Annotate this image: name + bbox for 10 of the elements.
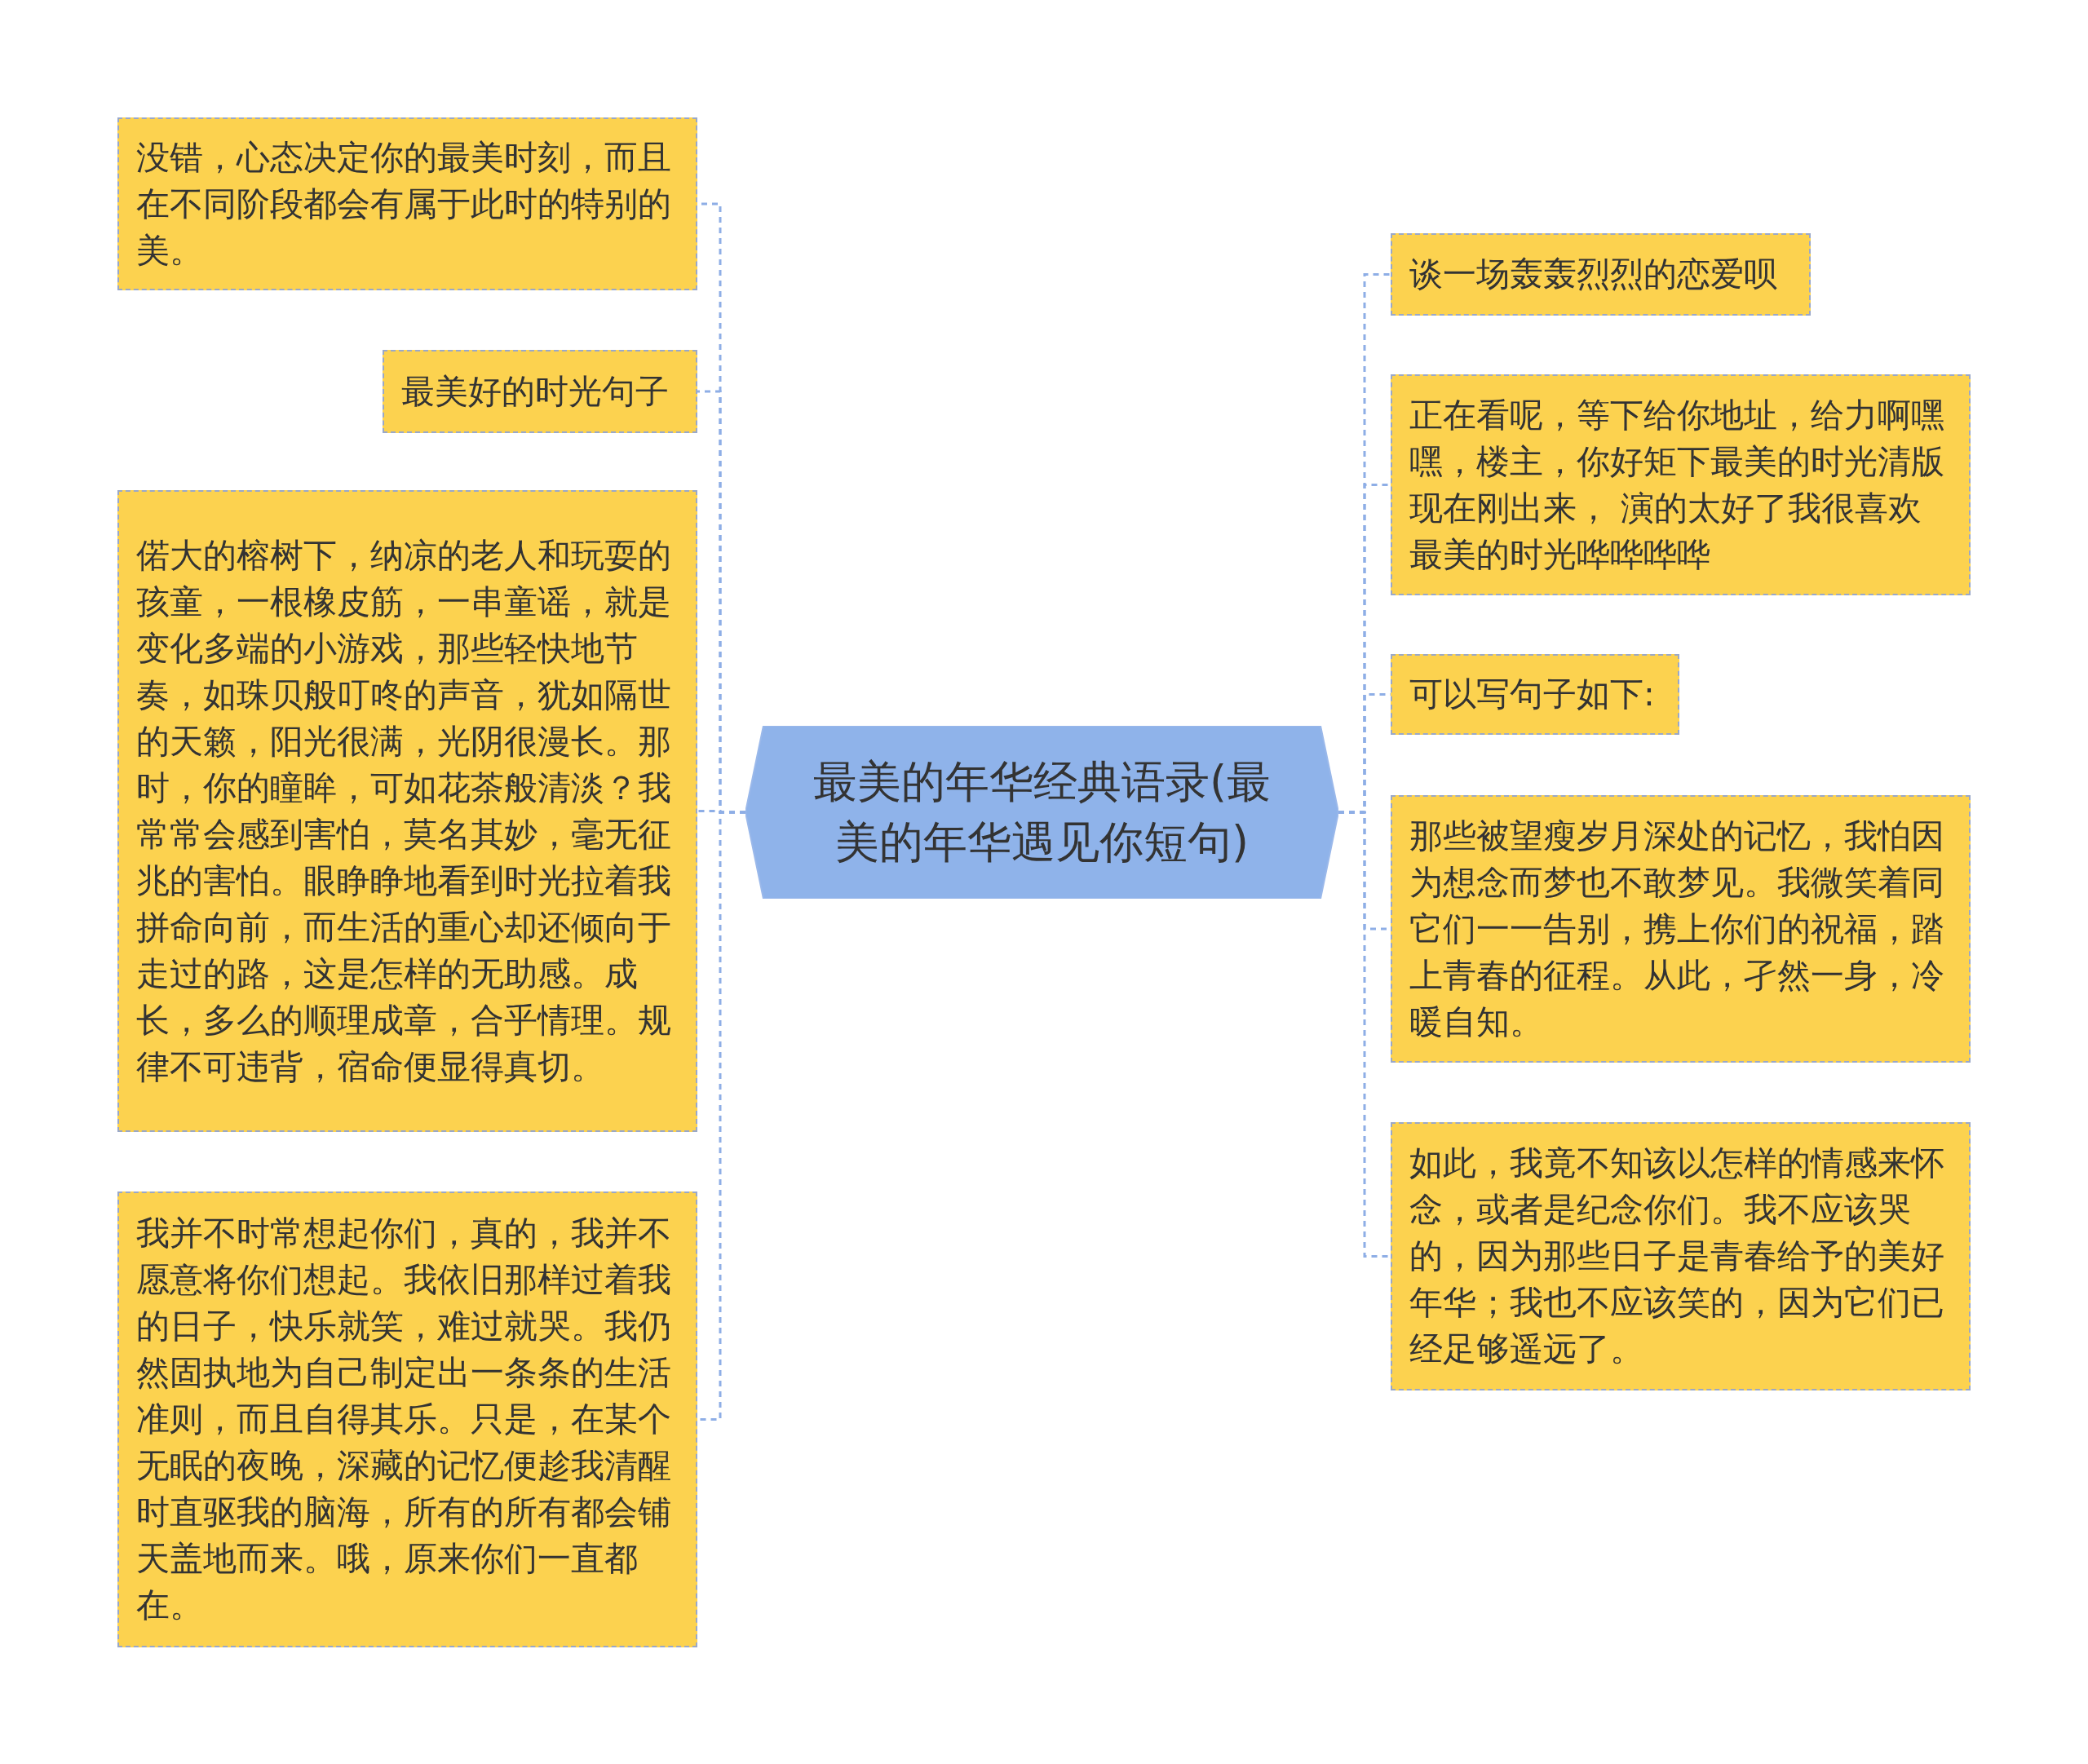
- note-box: 最美好的时光句子: [383, 350, 697, 433]
- note-box: 偌大的榕树下，纳凉的老人和玩耍的孩童，一根橡皮筋，一串童谣，就是变化多端的小游戏，那些轻快地节奏，如珠贝般叮咚的声音，犹如隔世的天籁，阳光很满，光阴很漫长。那时，你的瞳眸，可如花茶般清淡？我常常会感到害怕，莫名其妙，毫无征兆的害怕。眼睁睁地看到时光拉着我拼命向前，而生活的重心却还倾向于走过的路，这是怎样的无助感。成长，多么的顺理成章，合乎情理。规律不可违背，宿命便显得真切。: [117, 490, 697, 1132]
- topic-hexagon: 最美的年华经典语录(最美的年华遇见你短句): [745, 726, 1338, 899]
- note-box: 可以写句子如下:: [1391, 654, 1679, 735]
- note-box: 我并不时常想起你们，真的，我并不愿意将你们想起。我依旧那样过着我的日子，快乐就笑，难过就哭。我仍然固执地为自己制定出一条条的生活准则，而且自得其乐。只是，在某个无眠的夜晚，深藏的记忆便趁我清醒时直驱我的脑海，所有的所有都会铺天盖地而来。哦，原来你们一直都在。: [117, 1191, 697, 1647]
- note-box: 没错，心态决定你的最美时刻，而且在不同阶段都会有属于此时的特别的美。: [117, 117, 697, 290]
- note-box: 正在看呢，等下给你地址，给力啊嘿嘿，楼主，你好矩下最美的时光清版现在刚出来， 演的太好了我很喜欢最美的时光哗哗哗哗: [1391, 374, 1971, 595]
- note-box: 如此，我竟不知该以怎样的情感来怀念，或者是纪念你们。我不应该哭的，因为那些日子是青春给予的美好年华；我也不应该笑的，因为它们已经足够遥远了。: [1391, 1122, 1971, 1390]
- note-box: 谈一场轰轰烈烈的恋爱呗: [1391, 233, 1811, 316]
- note-box: 那些被望瘦岁月深处的记忆，我怕因为想念而梦也不敢梦见。我微笑着同它们一一告别，携上你们的祝福，踏上青春的征程。从此，孑然一身，冷暖自知。: [1391, 795, 1971, 1063]
